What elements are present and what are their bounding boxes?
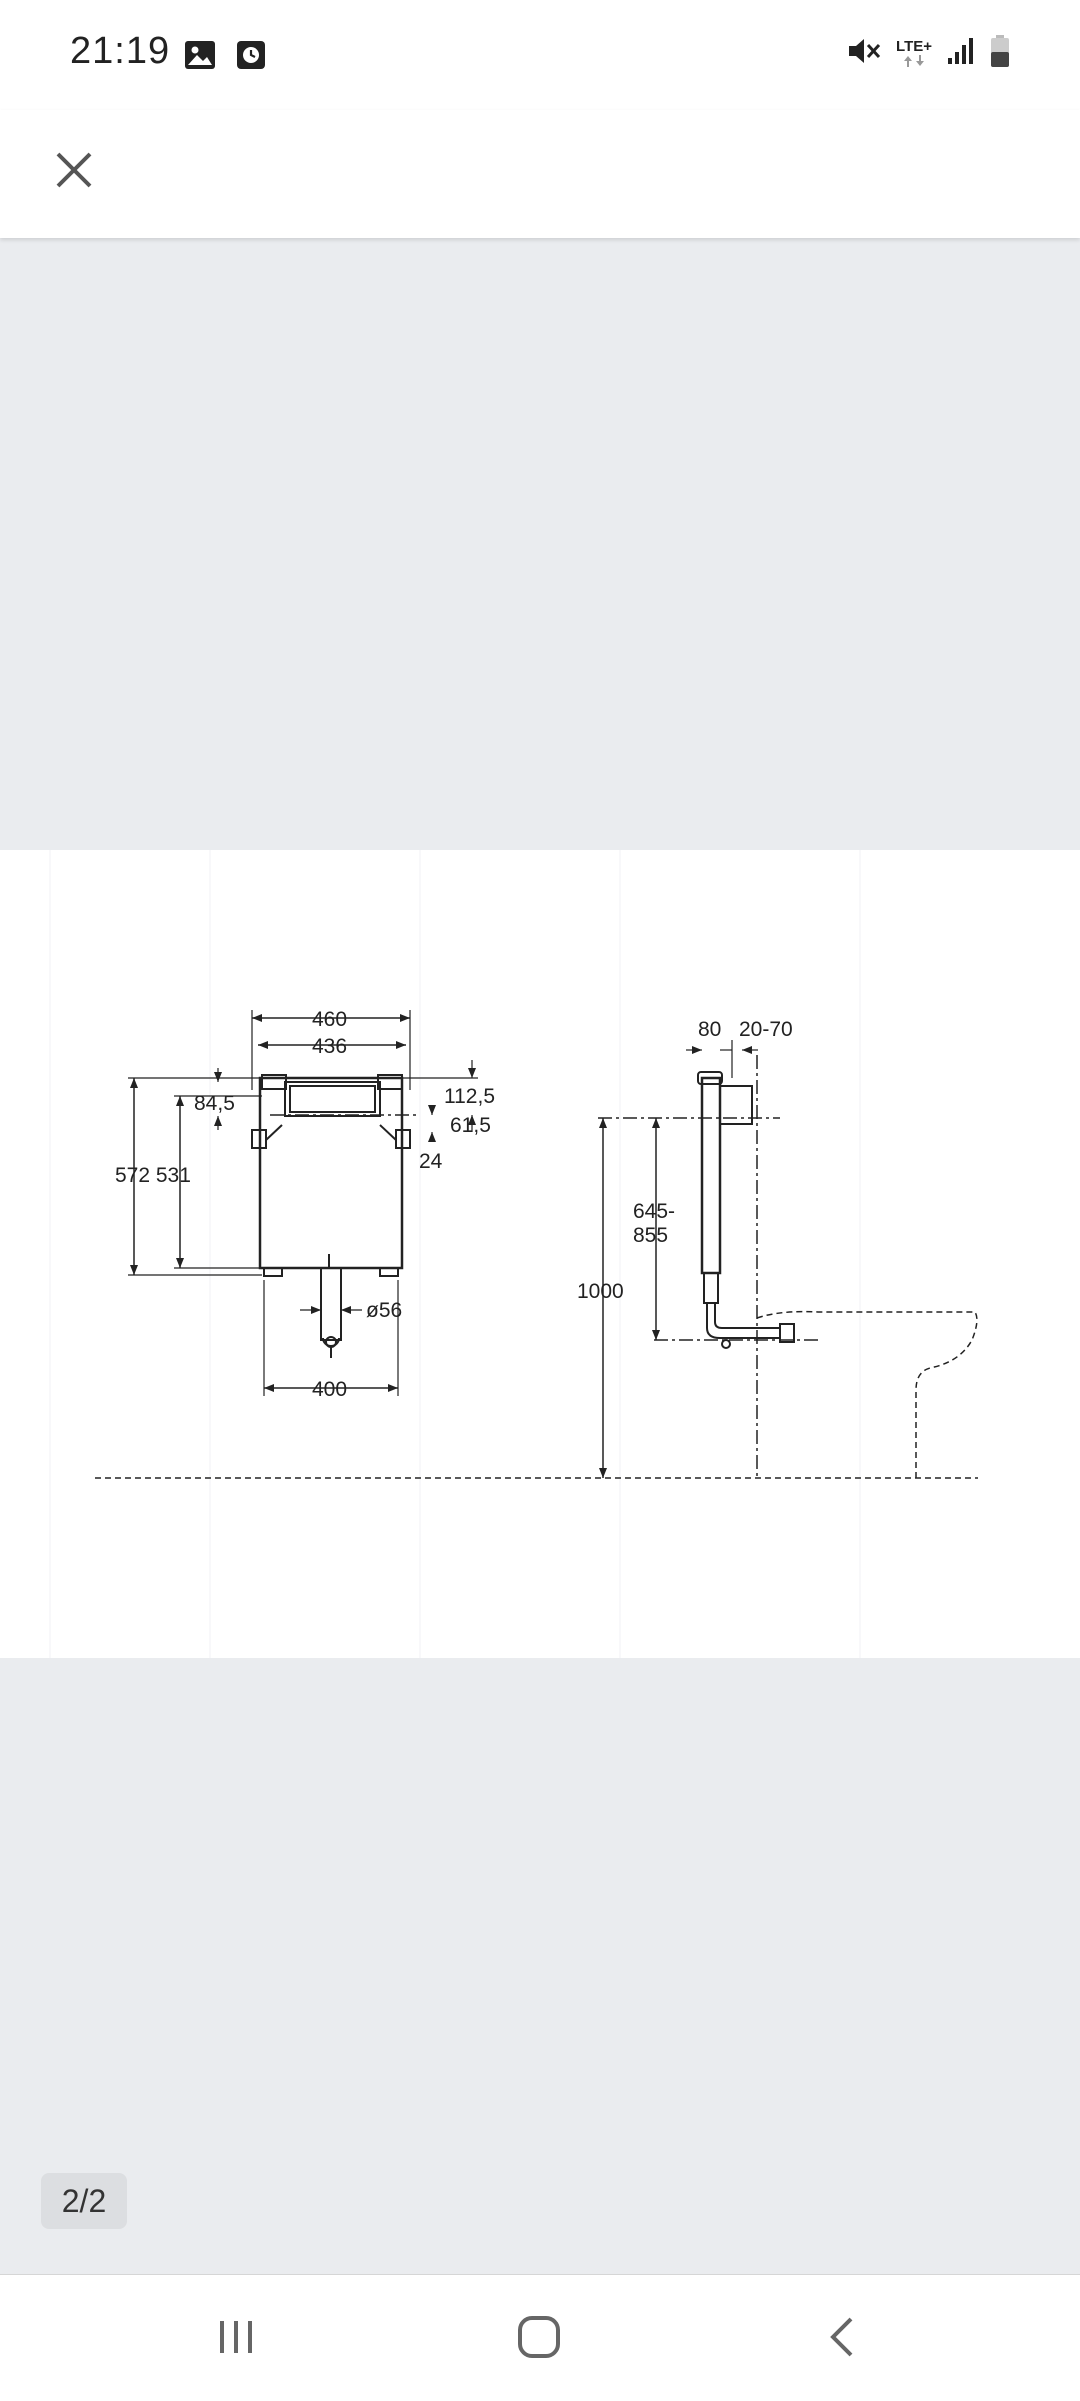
status-bar: 21:19 LTE+	[0, 0, 1080, 110]
dim-84-5: 84,5	[194, 1092, 235, 1115]
clock-notification-icon	[236, 40, 266, 75]
page-counter: 2/2	[41, 2173, 127, 2229]
signal-icon	[946, 36, 976, 71]
dim-436: 436	[312, 1035, 347, 1058]
image-viewer[interactable]: 460 436 84,5 112,5 61,5 24 572 531 ø56 4…	[0, 238, 1080, 2274]
dim-645-855-bottom: 855	[633, 1224, 668, 1247]
dim-460: 460	[312, 1008, 347, 1031]
navigation-bar	[0, 2274, 1080, 2401]
dim-645-855-top: 645-	[633, 1200, 675, 1223]
back-icon	[830, 2317, 853, 2357]
close-button[interactable]	[42, 138, 106, 202]
technical-drawing: 460 436 84,5 112,5 61,5 24 572 531 ø56 4…	[49, 850, 978, 1658]
dim-80: 80	[698, 1018, 721, 1041]
dim-1000: 1000	[577, 1280, 624, 1303]
dim-400: 400	[312, 1378, 347, 1401]
recents-button[interactable]	[191, 2297, 281, 2377]
home-icon	[518, 2316, 560, 2358]
recents-icon	[220, 2321, 252, 2353]
dim-24: 24	[419, 1150, 443, 1173]
technical-drawing-image[interactable]: 460 436 84,5 112,5 61,5 24 572 531 ø56 4…	[0, 850, 1080, 1658]
dim-61-5: 61,5	[450, 1114, 491, 1137]
dim-572-531: 572 531	[115, 1164, 191, 1187]
home-button[interactable]	[494, 2297, 584, 2377]
battery-icon	[990, 34, 1010, 73]
lte-data-icon: LTE+	[896, 39, 932, 68]
close-icon	[56, 152, 92, 188]
top-app-bar	[0, 110, 1080, 238]
gallery-icon	[184, 40, 216, 75]
status-time: 21:19	[70, 30, 171, 72]
back-button[interactable]	[797, 2297, 887, 2377]
dim-pipe-diameter: ø56	[366, 1299, 402, 1322]
dim-20-70: 20-70	[739, 1018, 793, 1041]
dim-112-5: 112,5	[444, 1085, 495, 1108]
lte-label: LTE+	[896, 38, 932, 55]
mute-icon	[846, 34, 882, 73]
